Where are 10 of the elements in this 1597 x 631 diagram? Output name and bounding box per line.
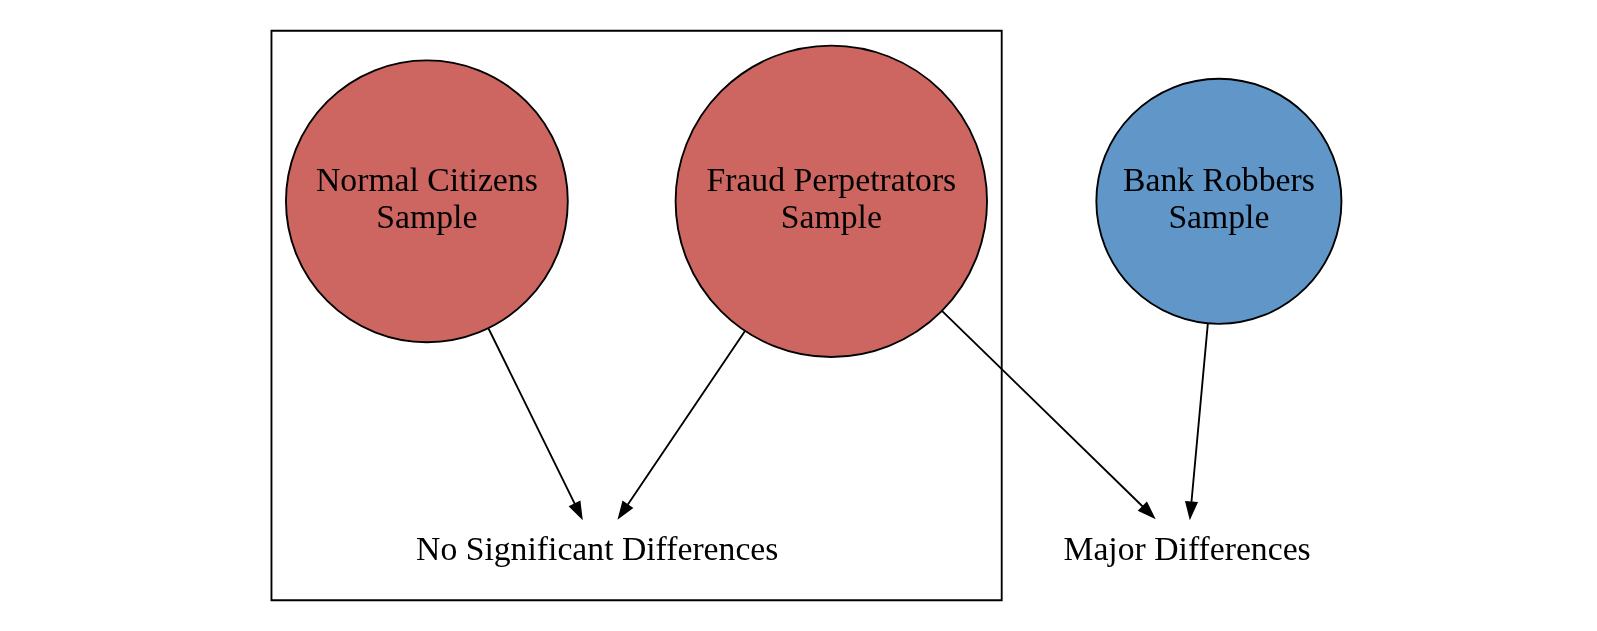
arrow <box>487 327 583 521</box>
arrow <box>616 330 746 520</box>
node-circle: Fraud Perpetrators Sample <box>674 44 988 358</box>
cluster <box>270 29 1003 602</box>
arrow <box>940 309 1156 520</box>
node-circle: Bank Robbers Sample <box>1094 77 1342 325</box>
node-text: No Significant Differences <box>415 529 778 567</box>
node-circle: Normal Citizens Sample <box>284 59 569 344</box>
arrow <box>1184 322 1209 521</box>
node-text: Major Differences <box>1062 529 1311 567</box>
